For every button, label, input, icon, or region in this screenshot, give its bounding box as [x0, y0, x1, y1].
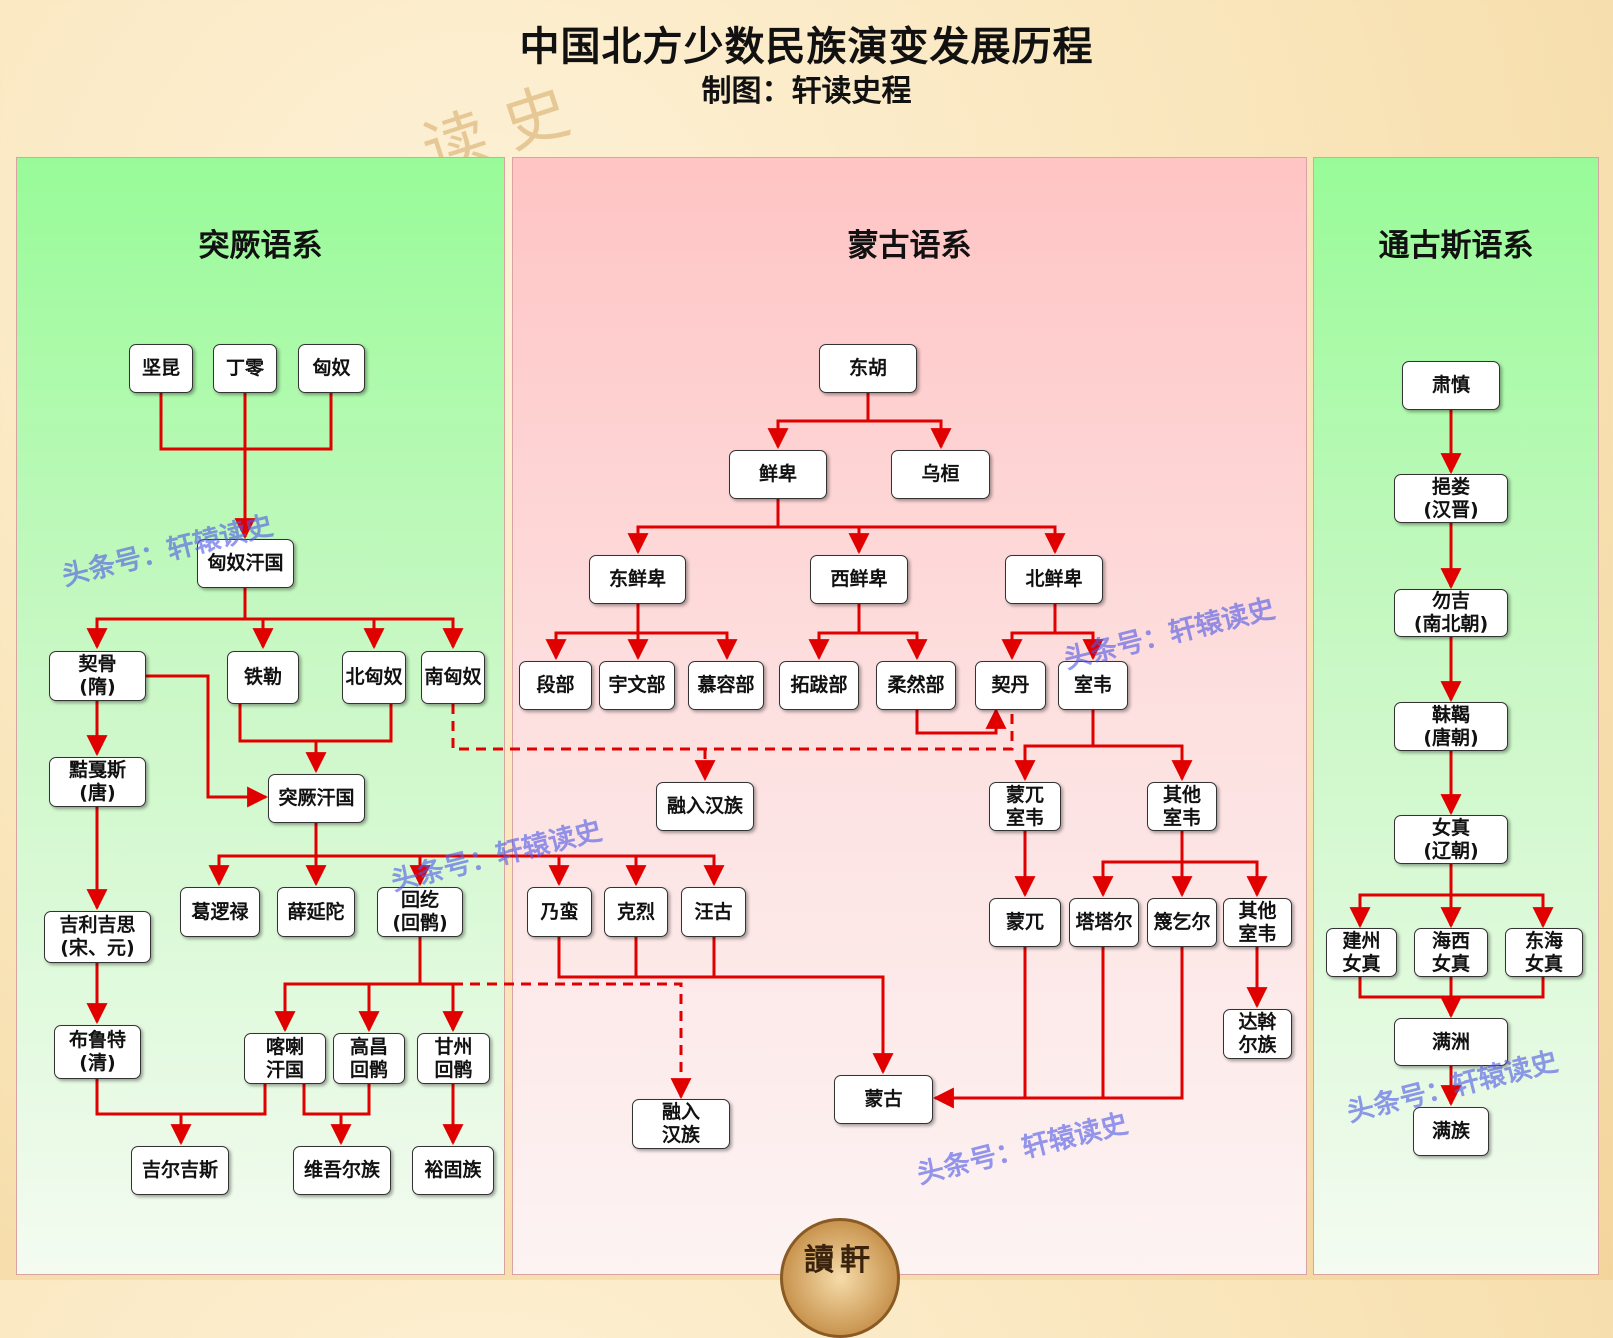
node-yilou: 挹娄 (汉晋): [1394, 474, 1508, 523]
node-geluolu: 葛逻禄: [180, 887, 260, 937]
node-gaochang-huihu: 高昌 回鹘: [333, 1033, 405, 1084]
node-shiwei: 室韦: [1058, 661, 1128, 710]
node-rouranbu: 柔然部: [876, 661, 956, 710]
node-dawoer: 达斡 尔族: [1223, 1009, 1292, 1059]
node-jilijisi: 吉利吉思 (宋、元): [44, 911, 151, 963]
node-wuji: 勿吉 (南北朝): [1394, 589, 1508, 637]
page-title: 中国北方少数民族演变发展历程: [519, 24, 1094, 70]
node-nvzhen: 女真 (辽朝): [1394, 815, 1508, 864]
node-jierjisi: 吉尔吉斯: [131, 1146, 229, 1195]
node-xi-xianbei: 西鲜卑: [810, 555, 908, 604]
node-tataer: 塔塔尔: [1069, 898, 1139, 947]
node-murongbu: 慕容部: [688, 661, 764, 710]
node-weiwuer: 维吾尔族: [293, 1146, 391, 1195]
node-xiajiasi: 黠戛斯 (唐): [49, 757, 146, 807]
node-manzhou: 满洲: [1394, 1018, 1508, 1066]
node-qita-shiwei-1: 其他 室韦: [1147, 782, 1217, 831]
node-duanbu: 段部: [519, 661, 592, 710]
node-nan-xiongnu: 南匈奴: [421, 651, 485, 704]
node-yuwenbu: 宇文部: [599, 661, 675, 710]
node-tiele: 铁勒: [227, 651, 299, 704]
node-wuhuan: 乌桓: [891, 450, 990, 499]
node-jiankun: 坚昆: [129, 344, 193, 393]
node-dingling: 丁零: [213, 344, 277, 393]
node-huihe: 回纥 (回鹘): [377, 887, 463, 937]
node-ganzhou-huihu: 甘州 回鹘: [417, 1033, 490, 1084]
node-qidan: 契丹: [975, 661, 1046, 710]
node-sushen: 肃慎: [1402, 361, 1500, 410]
node-mengwu: 蒙兀: [989, 898, 1061, 947]
node-haixi: 海西 女真: [1414, 928, 1488, 977]
node-bei-xiongnu: 北匈奴: [342, 651, 406, 704]
node-mieqier: 篾乞尔: [1147, 898, 1217, 947]
panel-title-turkic: 突厥语系: [198, 228, 323, 264]
node-naiman: 乃蛮: [527, 887, 592, 937]
node-rongru-han-1: 融入汉族: [656, 782, 754, 831]
node-manzu: 满族: [1413, 1107, 1489, 1156]
node-donghai: 东海 女真: [1505, 928, 1583, 977]
node-tuobabu: 拓跋部: [779, 661, 859, 710]
page-subtitle: 制图：轩读史程: [701, 74, 912, 109]
node-kelie: 克烈: [604, 887, 668, 937]
node-donghu: 东胡: [819, 344, 917, 393]
panel-title-tungusic: 通古斯语系: [1378, 228, 1534, 264]
node-buluote: 布鲁特 (清): [54, 1025, 141, 1079]
node-rongru-han-2: 融入 汉族: [632, 1099, 730, 1149]
node-qita-shiwei-2: 其他 室韦: [1223, 898, 1292, 947]
node-mengwu-shiwei: 蒙兀 室韦: [989, 782, 1061, 831]
node-yugu: 裕固族: [412, 1146, 494, 1195]
seal-logo: 讀軒: [780, 1218, 900, 1338]
node-kala-khanate: 喀喇 汗国: [244, 1033, 326, 1084]
node-xianbei: 鲜卑: [729, 450, 827, 499]
node-xueyantuo: 薛延陀: [277, 887, 355, 937]
node-wanggu: 汪古: [681, 887, 746, 937]
node-menggu: 蒙古: [834, 1075, 933, 1124]
node-tujue-khanate: 突厥汗国: [268, 774, 365, 823]
node-qigu: 契骨 (隋): [49, 651, 146, 701]
node-mohe: 靺鞨 (唐朝): [1394, 702, 1508, 751]
node-jianzhou: 建州 女真: [1326, 928, 1397, 977]
node-bei-xianbei: 北鲜卑: [1005, 555, 1103, 604]
panel-title-mongolic: 蒙古语系: [847, 228, 972, 264]
connector-lines: [86, 393, 1554, 1146]
node-dong-xianbei: 东鲜卑: [589, 555, 686, 604]
node-xiongnu-khanate: 匈奴汗国: [197, 539, 294, 588]
node-xiongnu: 匈奴: [298, 344, 365, 393]
